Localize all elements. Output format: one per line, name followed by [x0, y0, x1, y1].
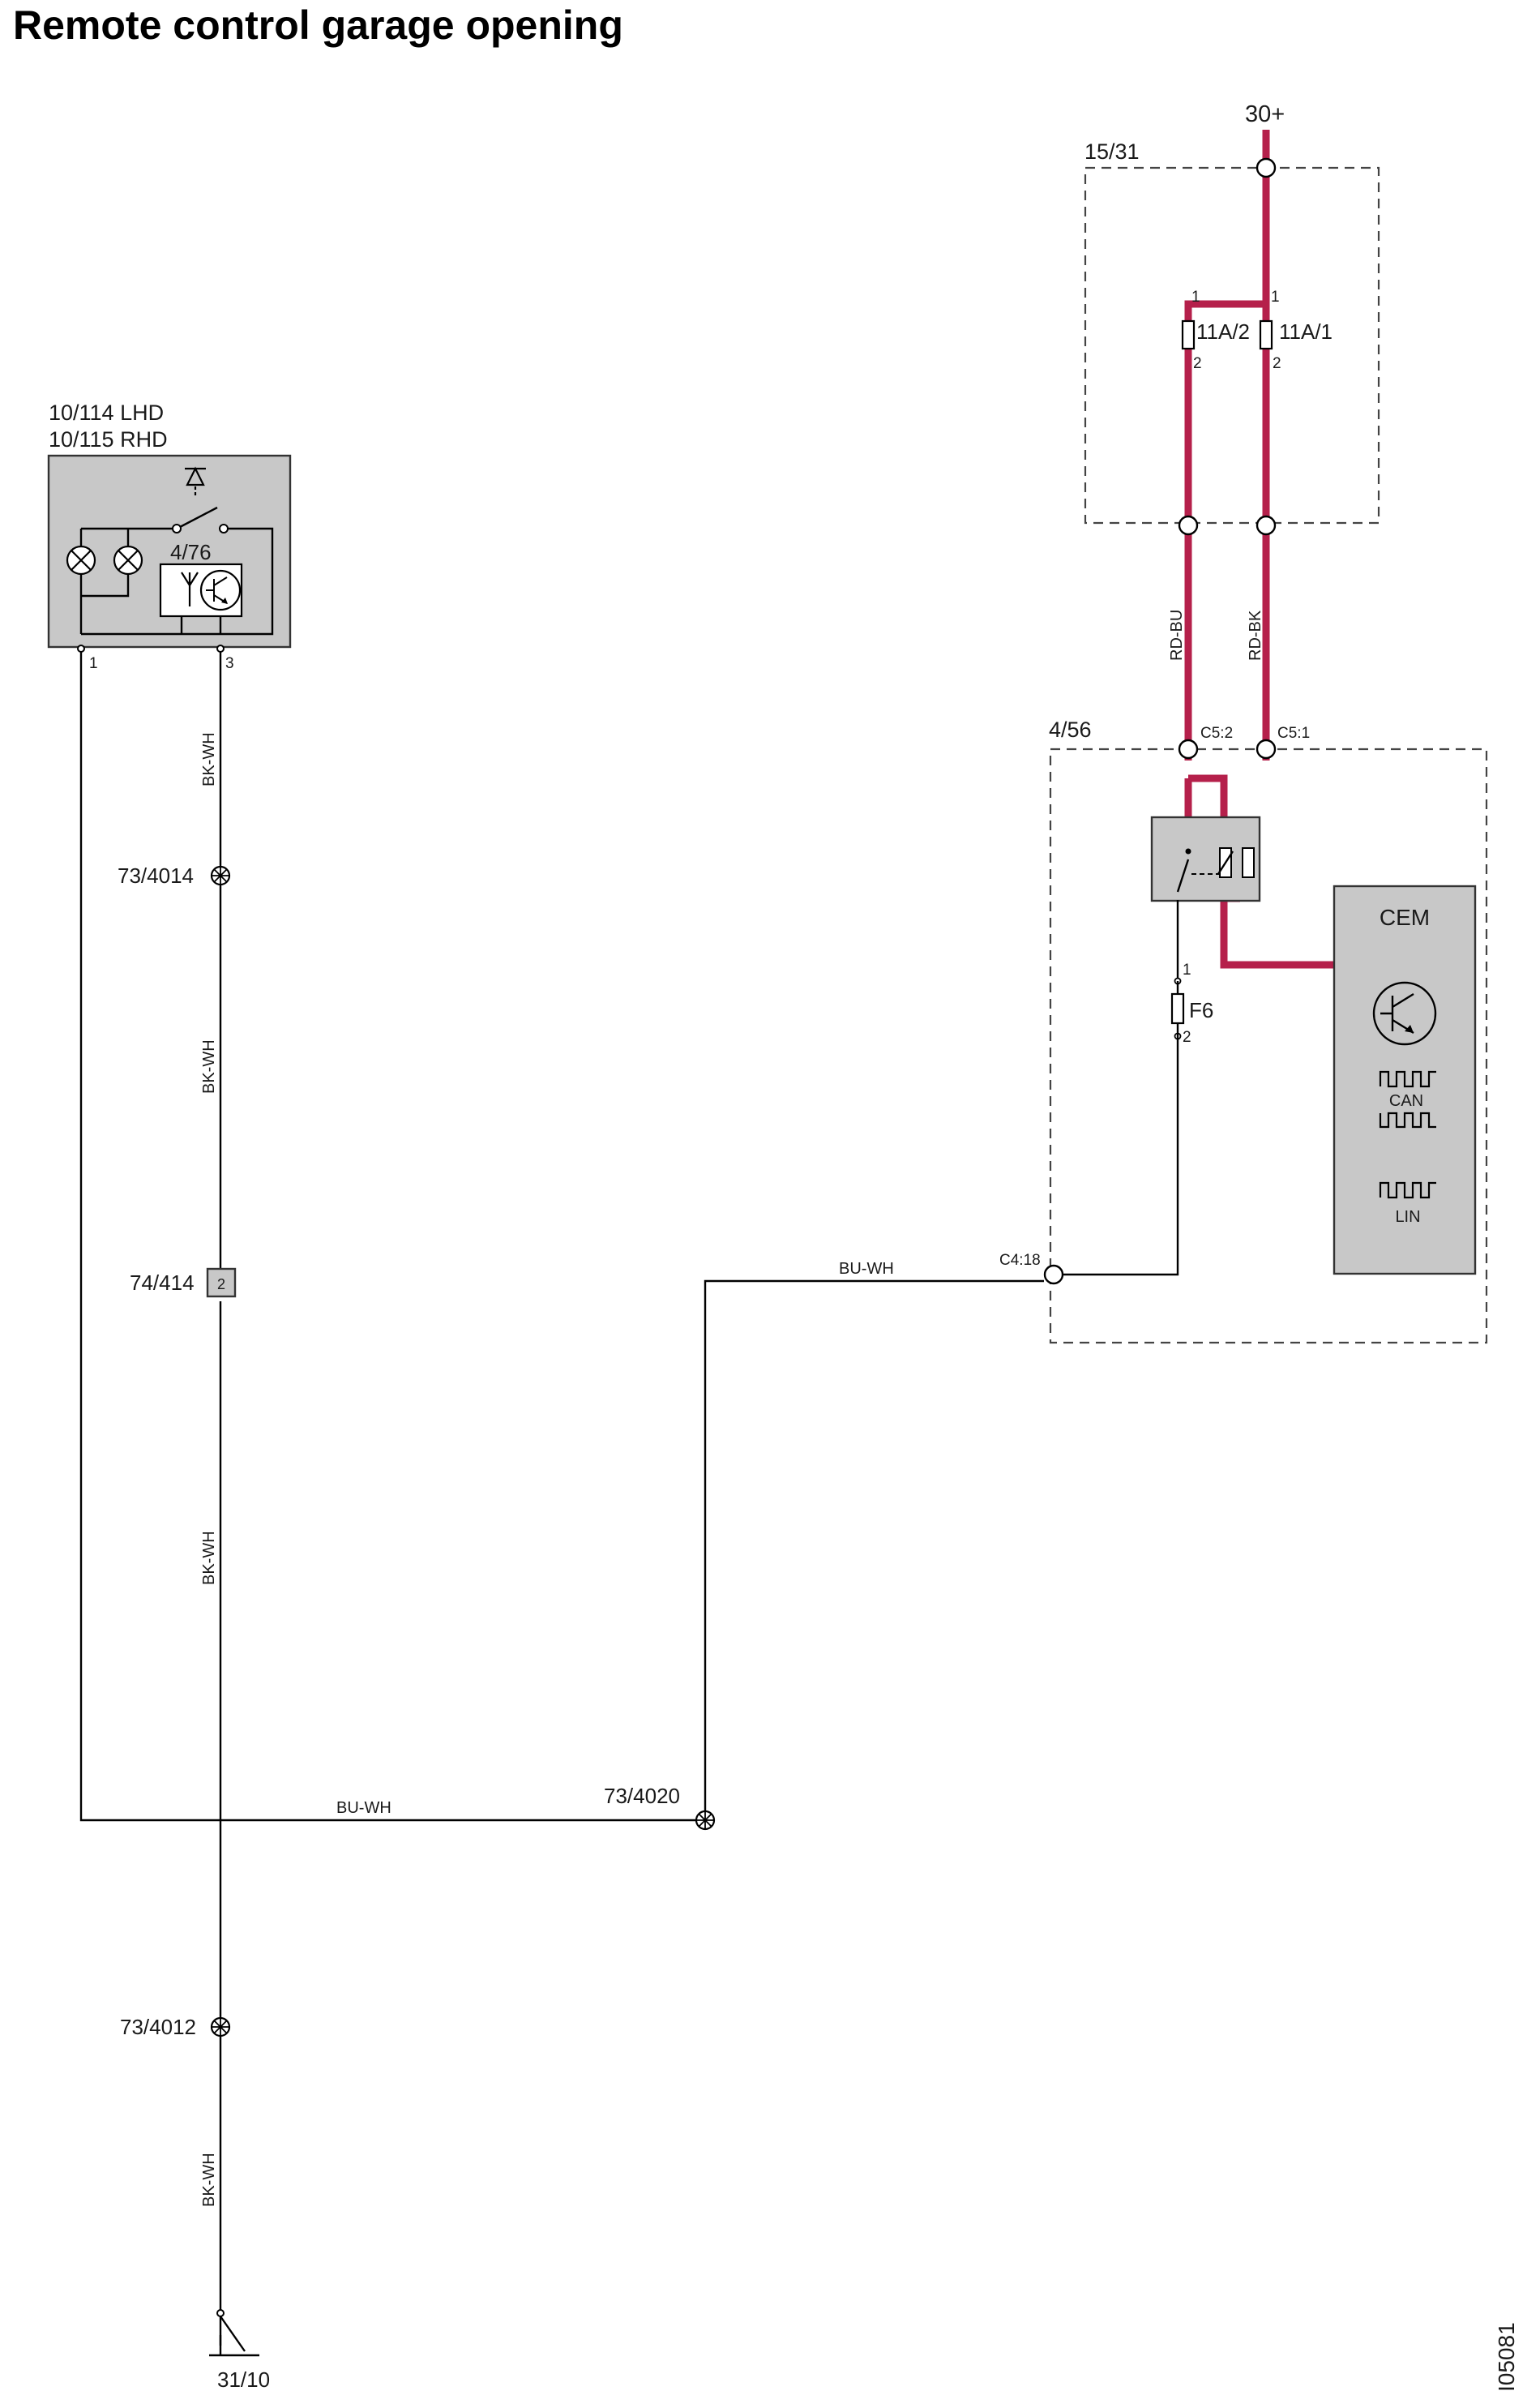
- lamp-icon-2: [113, 545, 143, 576]
- ground-symbol: [209, 2309, 259, 2357]
- connector-c5-1-label: C5:1: [1277, 725, 1310, 742]
- wire-label-rd-bk: RD-BK: [1247, 610, 1264, 661]
- node-fusebox-out-b: [1256, 515, 1277, 536]
- wire-label-bk-wh-3: BK-WH: [200, 1531, 218, 1585]
- cem-module-4-56: 4/56 C5:2 C5:1 1 F6 2 C4:18 CEM: [999, 718, 1488, 1344]
- transceiver-label: 4/76: [170, 540, 212, 564]
- transceiver-leads: [180, 616, 222, 634]
- antenna-icon: [181, 572, 199, 606]
- relay-resistor: [1242, 847, 1255, 878]
- remote-pin-1-dot: [77, 645, 85, 653]
- lin-label: LIN: [1395, 1208, 1420, 1226]
- cem-label: CEM: [1380, 905, 1430, 930]
- wire-label-bu-wh-top: BU-WH: [839, 1260, 894, 1278]
- remote-switch-blade: [179, 506, 218, 529]
- connector-c4-18: [1043, 1264, 1064, 1285]
- lin-bus-icon: [1379, 1181, 1436, 1199]
- splice-73-4012-label: 73/4012: [120, 2015, 196, 2039]
- fuse-f6-body: [1170, 992, 1185, 1025]
- can-label: CAN: [1389, 1092, 1423, 1110]
- remote-internal-wiring: [79, 527, 274, 636]
- fuse-11a2-body: [1181, 319, 1196, 350]
- ground-label: 31/10: [217, 2367, 270, 2392]
- wire-f6-to-c418: [1063, 981, 1179, 1276]
- fuse-f6-pin-out: 2: [1183, 1029, 1191, 1046]
- fuse-box-outline: [1084, 166, 1380, 525]
- node-30plus: [1256, 157, 1277, 178]
- fuse-11a1-label: 11A/1: [1279, 319, 1333, 344]
- fuse-11a2-pin-in: 1: [1191, 289, 1200, 306]
- wire-label-bk-wh-1: BK-WH: [200, 732, 218, 786]
- remote-pin-1: 1: [89, 655, 98, 672]
- lamp-icon-1: [66, 545, 96, 576]
- connector-74-414-pin: 2: [217, 1276, 225, 1292]
- connector-74-414-label: 74/414: [130, 1270, 195, 1295]
- page-title: Remote control garage opening: [13, 2, 623, 48]
- connector-74-414: [206, 1267, 237, 1298]
- connector-c5-2-label: C5:2: [1200, 725, 1233, 742]
- transistor-icon: [1372, 981, 1437, 1046]
- relay-contact: [1176, 859, 1190, 893]
- power-wire-to-cem: [1220, 892, 1334, 969]
- remote-switch-contact-b: [219, 524, 229, 533]
- fuse-11a1: 11A/1 1 2: [1259, 289, 1333, 372]
- cem-module-label: 4/56: [1049, 718, 1092, 742]
- remote-pin-3-dot: [216, 645, 225, 653]
- remote-label-rhd: 10/115 RHD: [49, 427, 168, 452]
- connector-c5-2: [1178, 739, 1199, 760]
- node-fusebox-out-a: [1178, 515, 1199, 536]
- can-bus-icon: [1379, 1070, 1436, 1129]
- fuse-f6-pin-in: 1: [1183, 962, 1191, 979]
- fuse-box-label: 15/31: [1084, 139, 1140, 164]
- fuse-11a2: 11A/2 1 2: [1181, 289, 1250, 372]
- wire-label-bk-wh-2: BK-WH: [200, 1039, 218, 1094]
- splice-73-4014: [210, 865, 231, 886]
- supply-label-30plus: 30+: [1245, 101, 1285, 127]
- fuse-11a2-pin-out: 2: [1193, 355, 1202, 372]
- power-wire-rd-bu: [1184, 300, 1266, 761]
- garage-remote-10-114: 10/114 LHD 10/115 RHD 4/76: [47, 401, 292, 672]
- remote-pin-3: 3: [225, 655, 234, 672]
- transistor-icon-small: [199, 569, 242, 611]
- document-id: I05081: [1494, 2322, 1519, 2392]
- fuse-11a1-body: [1259, 319, 1273, 350]
- connector-c5-1: [1256, 739, 1277, 760]
- wire-label-bu-wh-bottom: BU-WH: [336, 1799, 391, 1817]
- splice-73-4014-label: 73/4014: [118, 863, 194, 888]
- wire-bu-wh-bottom: [79, 652, 705, 1822]
- splice-73-4020-label: 73/4020: [604, 1784, 680, 1808]
- fuse-11a1-pin-in: 1: [1271, 289, 1280, 306]
- relay-contact-point: [1185, 848, 1191, 855]
- remote-switch-contact-a: [172, 524, 182, 533]
- relay-coil-slash: [1217, 851, 1234, 875]
- fuse-box-15-31: 15/31 30+: [1084, 101, 1380, 525]
- wire-bu-wh-top: [704, 1279, 1044, 1820]
- signal-wires: [79, 652, 1044, 2346]
- ground-lines: [209, 2316, 259, 2357]
- wire-label-bk-wh-4: BK-WH: [200, 2153, 218, 2207]
- fuse-f6-label: F6: [1189, 998, 1213, 1022]
- fuse-11a1-pin-out: 2: [1273, 355, 1281, 372]
- switch-triangle-icon: [185, 466, 206, 496]
- splice-73-4012: [210, 2016, 231, 2037]
- relay-box: [1150, 816, 1261, 902]
- connector-c4-18-label: C4:18: [999, 1252, 1041, 1269]
- fuse-11a2-label: 11A/2: [1196, 319, 1250, 344]
- splice-73-4020: [695, 1810, 716, 1831]
- remote-label-lhd: 10/114 LHD: [49, 401, 164, 425]
- wire-label-rd-bu: RD-BU: [1168, 610, 1186, 661]
